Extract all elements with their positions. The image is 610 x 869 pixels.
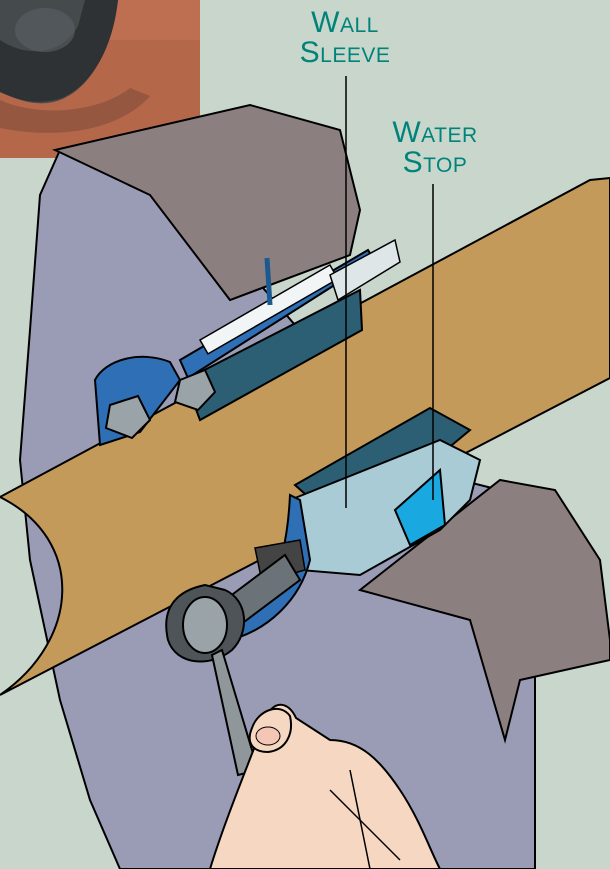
water-stop-line2: Stop xyxy=(360,148,510,178)
wall-sleeve-line2: Sleeve xyxy=(275,38,415,68)
wall-sleeve-line1: Wall xyxy=(275,8,415,38)
water-stop-label: Water Stop xyxy=(360,118,510,178)
water-stop-line1: Water xyxy=(360,118,510,148)
wall-sleeve-label: Wall Sleeve xyxy=(275,8,415,68)
